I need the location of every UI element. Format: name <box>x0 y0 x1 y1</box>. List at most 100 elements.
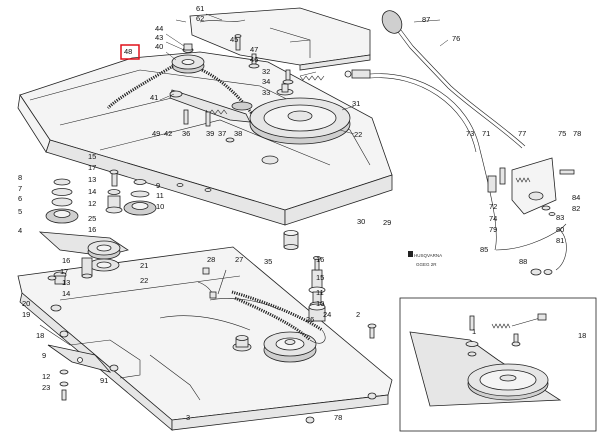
highlight-box <box>120 44 140 60</box>
callout-6: 6 <box>18 194 22 203</box>
callout-19: 19 <box>22 310 30 319</box>
brand-logo: HUSQVARNA GGEG 2R <box>408 251 442 267</box>
callout-2: 2 <box>356 310 360 319</box>
callout-26: 26 <box>306 315 314 324</box>
callout-15: 15 <box>88 152 96 161</box>
callout-48: 48 <box>124 47 132 56</box>
callout-45: 45 <box>230 35 238 44</box>
base-plate <box>17 246 393 431</box>
callout-33: 33 <box>262 88 270 97</box>
callout-7: 7 <box>18 184 22 193</box>
callout-34: 34 <box>262 77 270 86</box>
callout-5: 5 <box>18 207 22 216</box>
callout-49: 49 <box>152 129 160 138</box>
callout-18: 18 <box>36 331 44 340</box>
callout-72: 72 <box>489 202 497 211</box>
callout-22: 22 <box>140 276 148 285</box>
control-lever <box>344 10 526 251</box>
callout-73: 73 <box>466 129 474 138</box>
callout-81: 81 <box>556 236 564 245</box>
callout-47: 47 <box>250 45 258 54</box>
idler-assembly <box>169 75 325 127</box>
callout-75: 75 <box>558 129 566 138</box>
callout-85: 85 <box>480 245 488 254</box>
callout-16: 16 <box>316 255 324 264</box>
callout-14: 14 <box>62 289 70 298</box>
callout-12: 12 <box>42 372 50 381</box>
callout-9: 9 <box>156 181 160 190</box>
spindle-stack <box>308 255 326 322</box>
callout-35: 35 <box>264 257 272 266</box>
callout-84: 84 <box>572 193 580 202</box>
callout-44: 44 <box>155 24 163 33</box>
callout-32: 32 <box>262 67 270 76</box>
callout-36: 36 <box>182 129 190 138</box>
callout-76: 76 <box>452 34 460 43</box>
callout-17: 17 <box>88 163 96 172</box>
callout-14: 14 <box>88 187 96 196</box>
callout-16: 16 <box>62 256 70 265</box>
callout-21: 21 <box>140 261 148 270</box>
callout-78: 78 <box>334 413 342 422</box>
callout-78: 78 <box>573 129 581 138</box>
callout-22: 22 <box>354 130 362 139</box>
left-pulley-assembly <box>38 231 129 285</box>
callout-13: 13 <box>62 278 70 287</box>
callout-28: 28 <box>207 255 215 264</box>
bracket-9 <box>47 344 112 373</box>
callout-62: 62 <box>196 14 204 23</box>
callout-61: 61 <box>196 4 204 13</box>
lever-bracket <box>487 157 575 276</box>
callout-88: 88 <box>519 257 527 266</box>
callout-1: 1 <box>472 327 476 336</box>
callout-77: 77 <box>518 129 526 138</box>
callout-9: 9 <box>42 351 46 360</box>
toothed-belt <box>231 290 326 344</box>
callout-37: 37 <box>218 129 226 138</box>
top-left-pulley <box>106 43 264 131</box>
callout-30: 30 <box>357 217 365 226</box>
callout-20: 20 <box>22 299 30 308</box>
callout-24: 24 <box>323 310 331 319</box>
callout-41: 41 <box>150 93 158 102</box>
callout-31: 31 <box>352 99 360 108</box>
bottom-pulley <box>263 331 317 363</box>
sleeve-35 <box>283 230 299 250</box>
bolt-27 <box>197 267 227 299</box>
top-deck <box>17 51 393 226</box>
callout-11: 11 <box>316 288 324 297</box>
brand-logo-text: HUSQVARNA <box>414 253 442 258</box>
callout-8: 8 <box>18 173 22 182</box>
callout-71: 71 <box>482 129 490 138</box>
callout-40: 40 <box>155 42 163 51</box>
callout-3: 3 <box>186 413 190 422</box>
callout-23: 23 <box>42 383 50 392</box>
callout-17: 17 <box>60 267 68 276</box>
top-bolts <box>234 34 294 85</box>
leader-lines <box>159 13 449 135</box>
callout-16: 16 <box>88 225 96 234</box>
right-washer-stack <box>123 179 157 216</box>
callout-87: 87 <box>422 15 430 24</box>
callout-11: 11 <box>156 191 164 200</box>
callout-29: 29 <box>383 218 391 227</box>
callout-91: 91 <box>100 376 108 385</box>
callout-10: 10 <box>156 202 164 211</box>
callout-10: 10 <box>316 299 324 308</box>
inset-box <box>399 297 597 432</box>
callout-42: 42 <box>164 129 172 138</box>
top-cover <box>189 7 371 71</box>
figure-code: GGEG 2R <box>416 262 437 267</box>
callout-82: 82 <box>572 204 580 213</box>
callout-39: 39 <box>206 129 214 138</box>
callout-74: 74 <box>489 214 497 223</box>
misc-bolts <box>47 275 377 424</box>
callout-83: 83 <box>556 213 564 222</box>
callout-43: 43 <box>155 33 163 42</box>
callout-27: 27 <box>235 255 243 264</box>
callout-80: 80 <box>556 225 564 234</box>
callout-46: 46 <box>250 55 258 64</box>
left-washer-stack <box>45 169 123 224</box>
